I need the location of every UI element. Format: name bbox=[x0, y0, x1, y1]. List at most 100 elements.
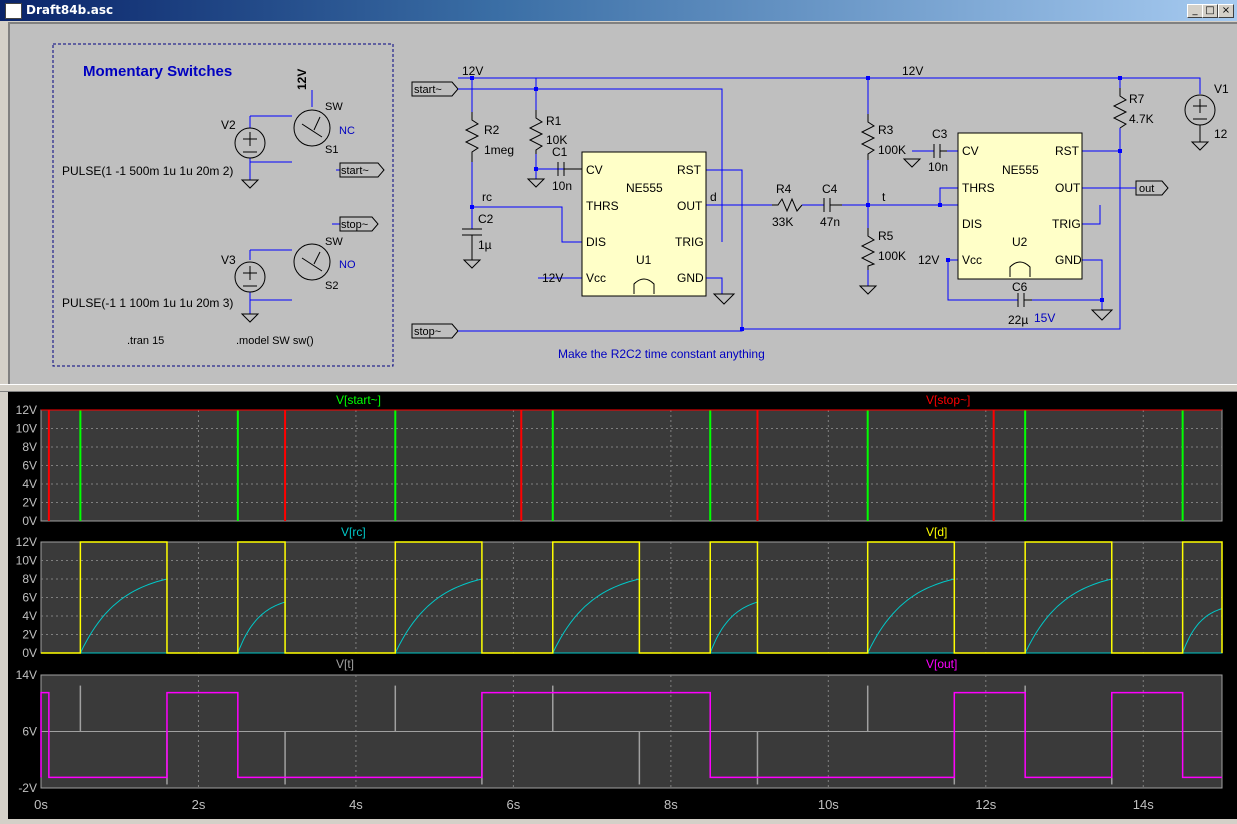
y-tick-label: 6V bbox=[22, 591, 37, 605]
r1-symbol bbox=[528, 110, 544, 154]
window-title: Draft84b.asc bbox=[26, 3, 114, 17]
legend-vrc: V[rc] bbox=[341, 525, 366, 539]
y-tick-label: 12V bbox=[16, 535, 37, 549]
v3-label: V3 bbox=[221, 253, 236, 267]
x-tick-label: 8s bbox=[664, 797, 678, 812]
series-vrc-segment bbox=[237, 601, 286, 654]
series-vrc-segment bbox=[1182, 607, 1223, 654]
net-flag-stop-b: stop~ bbox=[414, 326, 441, 338]
schematic-pane[interactable]: Momentary Switches V2 P bbox=[8, 22, 1237, 384]
r7-label: R7 bbox=[1129, 92, 1145, 106]
r5-value: 100K bbox=[878, 249, 906, 263]
net-flag-start-a: start~ bbox=[341, 165, 369, 177]
u2-pin-out: OUT bbox=[1055, 181, 1081, 195]
series-vrc-segment bbox=[709, 601, 759, 654]
s1-12v-label: 12V bbox=[295, 69, 309, 90]
net-flag-out: out bbox=[1139, 183, 1154, 195]
x-tick-label: 6s bbox=[507, 797, 521, 812]
y-tick-label: 2V bbox=[22, 628, 37, 642]
series-vout bbox=[40, 691, 1222, 779]
x-tick-label: 4s bbox=[349, 797, 363, 812]
u1-pin-gnd: GND bbox=[677, 271, 704, 285]
r3-symbol bbox=[860, 114, 876, 160]
r4-symbol bbox=[772, 197, 803, 213]
r1-label: R1 bbox=[546, 114, 562, 128]
u2-pin-gnd: GND bbox=[1055, 253, 1082, 267]
series-vrc-segment bbox=[394, 578, 483, 654]
r7-value: 4.7K bbox=[1129, 112, 1154, 126]
c2-value: 1µ bbox=[478, 238, 492, 252]
net-t-label: t bbox=[882, 190, 886, 204]
c6-symbol bbox=[1017, 293, 1032, 307]
schematic-svg[interactable]: Momentary Switches V2 P bbox=[10, 24, 1237, 386]
x-tick-label: 2s bbox=[192, 797, 206, 812]
close-button[interactable]: × bbox=[1218, 4, 1234, 18]
c1-symbol bbox=[557, 162, 584, 176]
y-tick-label: 6V bbox=[22, 459, 37, 473]
y-tick-label: 10V bbox=[16, 422, 37, 436]
rail-12v-label-right: 12V bbox=[902, 64, 923, 78]
sw-b-label: SW bbox=[325, 236, 343, 248]
y-tick-label: 4V bbox=[22, 609, 37, 623]
y-tick-label: 12V bbox=[16, 403, 37, 417]
legend-vout: V[out] bbox=[926, 657, 957, 671]
net-flag-stop-a: stop~ bbox=[341, 219, 368, 231]
u1-name: NE555 bbox=[626, 181, 663, 195]
net-flag-start-b: start~ bbox=[414, 84, 442, 96]
y-tick-label: 2V bbox=[22, 496, 37, 510]
c2-label: C2 bbox=[478, 212, 494, 226]
c3-label: C3 bbox=[932, 127, 948, 141]
u2-ne555-block bbox=[957, 132, 1083, 280]
series-vd bbox=[41, 541, 1223, 654]
y-tick-label: 0V bbox=[22, 646, 37, 660]
series-vrc-segment bbox=[552, 578, 640, 654]
u2-pin-trig: TRIG bbox=[1052, 217, 1081, 231]
r2-symbol bbox=[464, 112, 480, 162]
c1-value: 10n bbox=[552, 179, 572, 193]
c1-label: C1 bbox=[552, 145, 568, 159]
net-d-label: d bbox=[710, 190, 717, 204]
r4-label: R4 bbox=[776, 182, 792, 196]
u1-pin-out: OUT bbox=[677, 199, 703, 213]
s1-switch-symbol bbox=[293, 109, 331, 147]
r5-symbol bbox=[860, 228, 876, 270]
u1-pin-dis: DIS bbox=[586, 235, 606, 249]
y-tick-label: 4V bbox=[22, 477, 37, 491]
v2-source-text: PULSE(1 -1 500m 1u 1u 20m 2) bbox=[62, 164, 233, 178]
schematic-comment: Make the R2C2 time constant anything bbox=[558, 347, 765, 361]
app-icon[interactable] bbox=[5, 3, 22, 19]
r2-label: R2 bbox=[484, 123, 500, 137]
c3-symbol bbox=[933, 144, 947, 158]
u2-pin-cv: CV bbox=[962, 144, 979, 158]
v1-label: V1 bbox=[1214, 82, 1229, 96]
c4-symbol bbox=[823, 198, 842, 212]
pane-splitter[interactable] bbox=[0, 384, 1237, 392]
u2-pin-thrs: THRS bbox=[962, 181, 995, 195]
minimize-button[interactable]: _ bbox=[1187, 4, 1203, 18]
r2-value: 1meg bbox=[484, 143, 514, 157]
title-bar[interactable]: Draft84b.asc _ □ × bbox=[0, 0, 1237, 21]
v1-value: 12 bbox=[1214, 127, 1228, 141]
rail-12v-label-left: 12V bbox=[462, 64, 483, 78]
u1-pin-cv: CV bbox=[586, 163, 603, 177]
maximize-button[interactable]: □ bbox=[1202, 4, 1218, 18]
c4-value: 47n bbox=[820, 215, 840, 229]
r7-symbol bbox=[1112, 88, 1128, 129]
y-tick-label: 6V bbox=[22, 725, 37, 739]
switches-box bbox=[52, 43, 394, 367]
v2-label: V2 bbox=[221, 118, 236, 132]
u1-vcc-label: 12V bbox=[542, 271, 563, 285]
u1-pin-vcc: Vcc bbox=[586, 271, 606, 285]
x-tick-label: 0s bbox=[34, 797, 48, 812]
c6-value: 22µ bbox=[1008, 313, 1028, 327]
s1-label: S1 bbox=[325, 144, 338, 156]
r5-label: R5 bbox=[878, 229, 894, 243]
legend-vstop: V[stop~] bbox=[926, 393, 970, 407]
net-rc-label: rc bbox=[482, 190, 492, 204]
